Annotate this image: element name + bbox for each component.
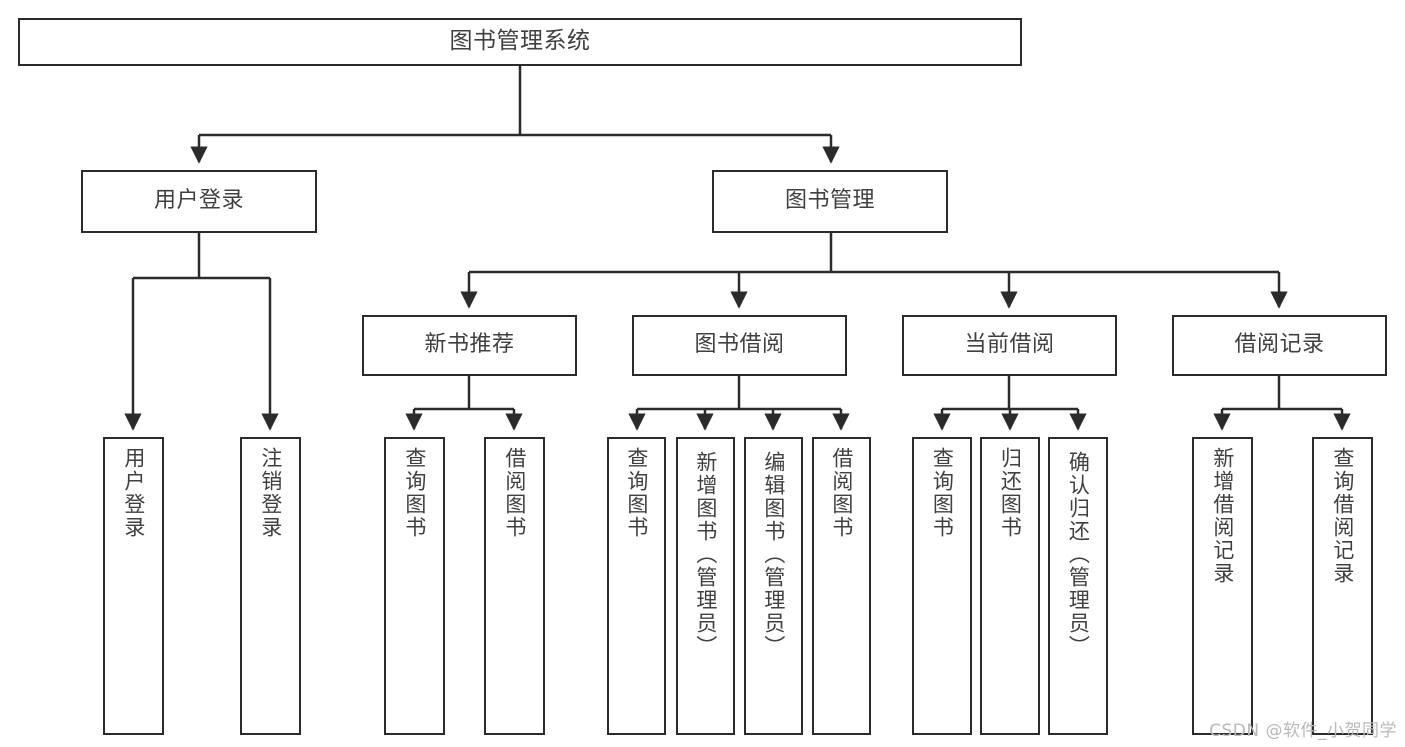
leaf-query-book-new-book[interactable]: 查询图书 bbox=[384, 437, 445, 735]
leaf-query-book-current-label: 查询图书 bbox=[930, 447, 955, 539]
node-borrow-record[interactable]: 借阅记录 bbox=[1172, 315, 1387, 376]
leaf-borrow-book-new-book[interactable]: 借阅图书 bbox=[484, 437, 545, 735]
leaf-borrow-book-label: 借阅图书 bbox=[829, 447, 854, 539]
node-book-manage[interactable]: 图书管理 bbox=[712, 170, 948, 233]
node-user-login[interactable]: 用户登录 bbox=[81, 170, 317, 233]
leaf-add-book-label: 新增图书（管理员） bbox=[693, 451, 718, 658]
leaf-edit-book-label: 编辑图书（管理员） bbox=[761, 451, 786, 658]
leaf-confirm-return-label: 确认归还（管理员） bbox=[1066, 451, 1091, 658]
leaf-query-book-borrow-label: 查询图书 bbox=[624, 447, 649, 539]
node-root-label: 图书管理系统 bbox=[449, 28, 591, 55]
leaf-borrow-book-new-book-label: 借阅图书 bbox=[502, 447, 527, 539]
leaf-query-borrow-record-label: 查询借阅记录 bbox=[1330, 447, 1355, 585]
leaf-query-book-current[interactable]: 查询图书 bbox=[912, 437, 972, 735]
leaf-user-login-label: 用户登录 bbox=[121, 447, 146, 539]
leaf-add-borrow-record[interactable]: 新增借阅记录 bbox=[1192, 437, 1253, 735]
node-new-book-recommend-label: 新书推荐 bbox=[424, 332, 515, 358]
node-current-borrow[interactable]: 当前借阅 bbox=[902, 315, 1117, 376]
leaf-query-book-borrow[interactable]: 查询图书 bbox=[607, 437, 666, 735]
leaf-borrow-book[interactable]: 借阅图书 bbox=[812, 437, 871, 735]
leaf-add-borrow-record-label: 新增借阅记录 bbox=[1210, 447, 1235, 585]
node-new-book-recommend[interactable]: 新书推荐 bbox=[362, 315, 577, 376]
node-root-book-management-system[interactable]: 图书管理系统 bbox=[18, 18, 1022, 66]
node-current-borrow-label: 当前借阅 bbox=[964, 332, 1055, 358]
leaf-edit-book[interactable]: 编辑图书（管理员） bbox=[744, 437, 803, 735]
leaf-add-book[interactable]: 新增图书（管理员） bbox=[676, 437, 735, 735]
leaf-user-login[interactable]: 用户登录 bbox=[103, 437, 164, 735]
leaf-query-borrow-record[interactable]: 查询借阅记录 bbox=[1312, 437, 1373, 735]
csdn-watermark: CSDN @软件_小贺同学 bbox=[1209, 721, 1397, 741]
leaf-return-book[interactable]: 归还图书 bbox=[980, 437, 1040, 735]
leaf-return-book-label: 归还图书 bbox=[998, 447, 1023, 539]
node-book-borrow-label: 图书借阅 bbox=[694, 332, 785, 358]
node-user-login-label: 用户登录 bbox=[153, 188, 244, 214]
leaf-query-book-new-book-label: 查询图书 bbox=[402, 447, 427, 539]
leaf-logout[interactable]: 注销登录 bbox=[240, 437, 301, 735]
leaf-logout-label: 注销登录 bbox=[258, 447, 283, 539]
node-book-borrow[interactable]: 图书借阅 bbox=[632, 315, 847, 376]
node-book-manage-label: 图书管理 bbox=[784, 188, 875, 214]
node-borrow-record-label: 借阅记录 bbox=[1234, 332, 1325, 358]
leaf-confirm-return[interactable]: 确认归还（管理员） bbox=[1048, 437, 1108, 735]
